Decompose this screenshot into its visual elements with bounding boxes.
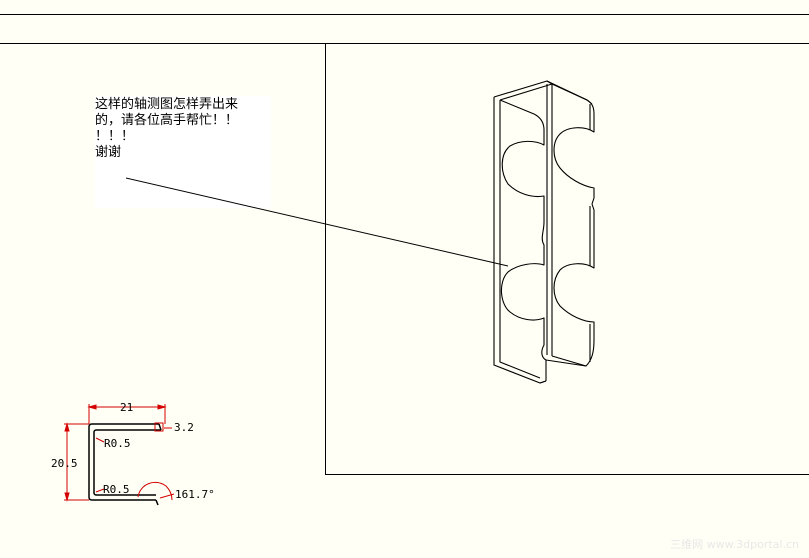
note-line-4: 谢谢 [95, 145, 122, 160]
viewport-bottom-edge [325, 474, 809, 475]
dim-radius-top-label: R0.5 [104, 437, 131, 450]
dim-lip-label: 3.2 [174, 421, 194, 434]
dim-width-label: 21 [120, 401, 134, 414]
note-line-1: 这样的轴测图怎样弄出来 [95, 97, 239, 112]
watermark: 三维网 www.3dportal.cn [670, 538, 799, 551]
sheet-border-top [0, 43, 809, 44]
top-border-line [0, 14, 809, 15]
viewport-left-edge [325, 43, 326, 475]
isometric-bracket [493, 80, 595, 384]
question-note: 这样的轴测图怎样弄出来 的，请各位高手帮忙！！ ！！！ 谢谢 [95, 96, 271, 208]
note-line-2: 的，请各位高手帮忙！！ [95, 113, 239, 128]
leader-line [125, 177, 509, 267]
note-line-3: ！！！ [95, 129, 135, 144]
dimension-annotations [64, 404, 175, 502]
dim-height-label: 20.5 [51, 457, 78, 470]
dim-radius-bottom-label: R0.5 [103, 483, 130, 496]
section-profile [88, 423, 162, 506]
dim-angle-label: 161.7° [175, 488, 215, 501]
